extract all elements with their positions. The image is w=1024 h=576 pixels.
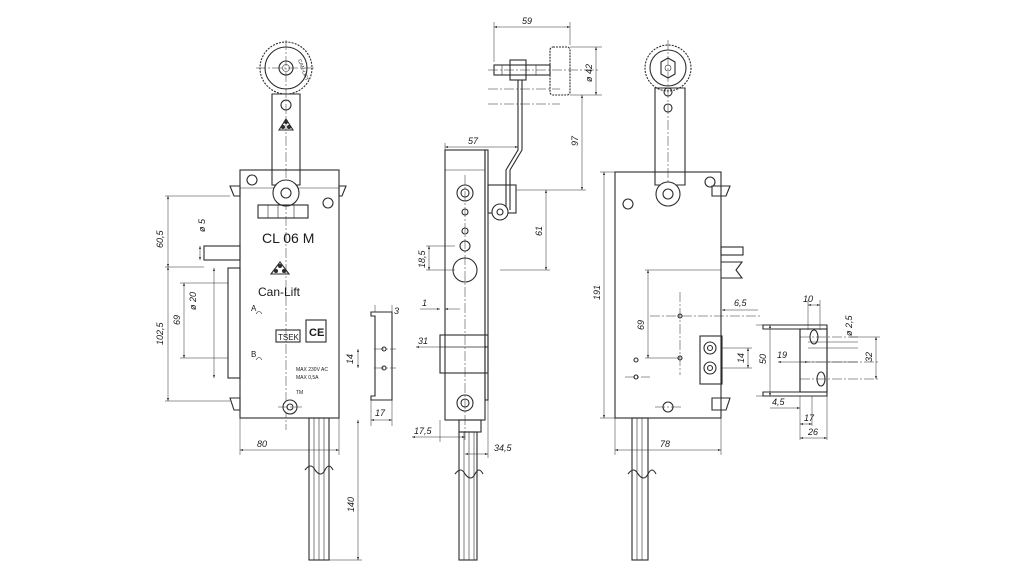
back-view: 191 69 6,5 14 78 — [592, 40, 760, 561]
dim-17-5: 17,5 — [414, 426, 433, 436]
dim-19: 19 — [777, 350, 787, 360]
dim-60-5: 60,5 — [155, 229, 165, 248]
dim-18-5: 18,5 — [417, 249, 427, 268]
dim-d2-5: ø 2,5 — [844, 314, 854, 336]
clip-detail-view: 3 14 17 — [345, 305, 399, 426]
front-lever-arm — [271, 93, 301, 186]
dim-80: 80 — [257, 439, 267, 449]
dim-26: 26 — [807, 427, 818, 437]
dim-4-5: 4,5 — [772, 397, 786, 407]
dim-17-clip: 17 — [375, 408, 386, 418]
dim-191: 191 — [592, 285, 602, 300]
dim-69-back: 69 — [636, 320, 646, 330]
model-label: CL 06 M — [262, 230, 314, 246]
dim-61: 61 — [534, 226, 544, 236]
brand-label: Can-Lift — [258, 285, 301, 299]
dim-102-5: 102,5 — [155, 321, 165, 345]
dim-57: 57 — [468, 136, 479, 146]
side-knob — [549, 46, 571, 96]
dim-50: 50 — [758, 354, 768, 364]
side-view: 59 ø 42 97 57 61 18,5 1 31 17,5 34,5 — [412, 16, 602, 561]
dim-d42: ø 42 — [584, 64, 594, 82]
terminal-a-label: A — [251, 304, 257, 313]
dim-97: 97 — [570, 135, 580, 146]
ce-mark: CE — [309, 327, 324, 339]
dim-10: 10 — [803, 294, 813, 304]
dim-140: 140 — [346, 497, 356, 512]
rating-voltage-label: MAX 230V AC — [296, 367, 328, 373]
dim-17-detail: 17 — [804, 413, 815, 423]
brand-logo-icon — [269, 261, 291, 275]
dim-31: 31 — [418, 336, 428, 346]
dim-59: 59 — [522, 16, 532, 26]
back-cable — [631, 417, 649, 561]
tsek-label: TSEK — [278, 333, 300, 342]
side-cable — [458, 431, 478, 561]
dim-34-5: 34,5 — [494, 443, 513, 453]
terminal-b-label: B — [251, 350, 256, 359]
back-body — [614, 171, 722, 419]
dim-d20: ø 20 — [188, 292, 198, 310]
dim-d5: ø 5 — [197, 218, 207, 232]
dim-32: 32 — [864, 352, 874, 362]
clip-detail-right: 10 ø 2,5 50 19 32 4,5 17 26 — [756, 294, 880, 440]
tm-label: TM — [296, 390, 303, 396]
front-view: CAN-LIFT CL 06 M — [155, 40, 362, 561]
dim-78: 78 — [660, 439, 670, 449]
dim-3: 3 — [394, 306, 399, 316]
dim-6-5: 6,5 — [734, 298, 748, 308]
dim-14-clip: 14 — [345, 354, 355, 364]
wheel-lettering: CAN-LIFT — [296, 59, 309, 82]
dim-14-back: 14 — [736, 353, 746, 363]
dim-1: 1 — [422, 298, 427, 308]
dim-69-front: 69 — [172, 315, 182, 325]
rating-current-label: MAX 0,5A — [296, 375, 319, 381]
